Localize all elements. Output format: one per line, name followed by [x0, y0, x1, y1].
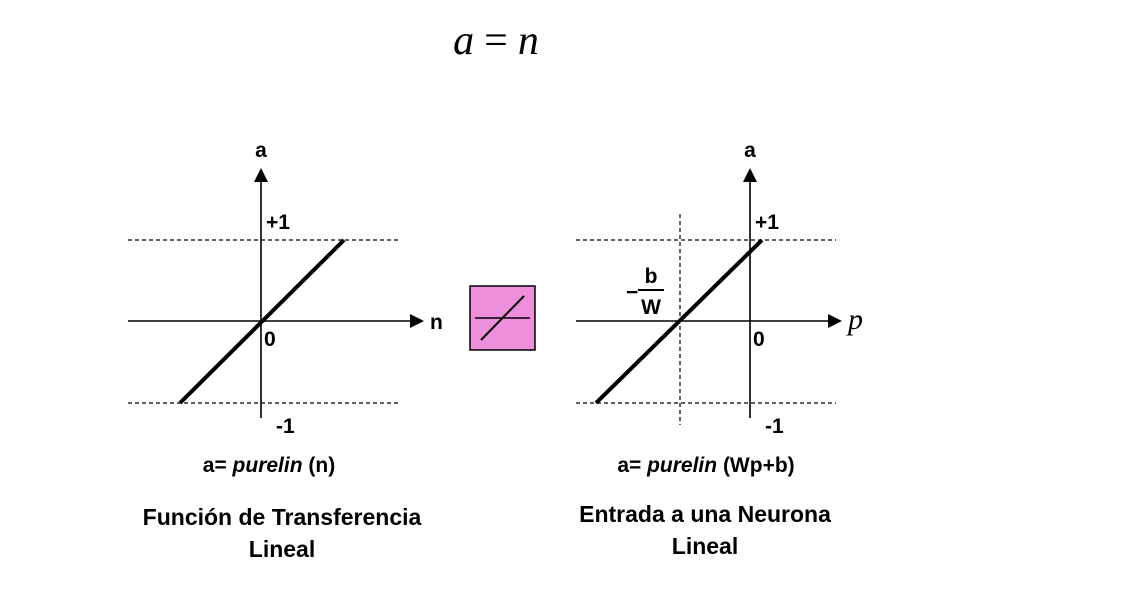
icon-diagonal-line	[480, 295, 525, 341]
right-origin-label: 0	[753, 328, 765, 351]
right-y-axis-label: a	[744, 139, 756, 162]
left-upper-tick-label: +1	[266, 211, 290, 234]
right-lower-tick-label: -1	[765, 415, 784, 438]
left-caption-line2: Lineal	[249, 536, 315, 562]
left-origin-label: 0	[264, 328, 276, 351]
left-caption-line1: Función de Transferencia	[143, 504, 422, 530]
intercept-minus-sign: −	[626, 281, 638, 304]
purelin-icon	[469, 285, 536, 351]
left-x-arrow-icon	[410, 314, 424, 328]
equation: a=n	[453, 18, 539, 64]
right-upper-tick-label: +1	[755, 211, 779, 234]
left-x-axis-label: n	[430, 311, 443, 334]
right-caption-line2: Lineal	[672, 533, 738, 559]
right-linear-function-line	[594, 238, 764, 405]
right-y-arrow-icon	[743, 168, 757, 182]
left-formula: a= purelin (n)	[203, 454, 335, 477]
left-lower-tick-label: -1	[276, 415, 295, 438]
left-graph: a n +1 -1 0 a= purelin (n) Función de Tr…	[128, 139, 443, 562]
right-x-arrow-icon	[828, 314, 842, 328]
right-x-axis-label: p	[846, 303, 863, 336]
left-linear-function-line	[178, 238, 346, 405]
left-y-arrow-icon	[254, 168, 268, 182]
left-y-axis-label: a	[255, 139, 267, 162]
intercept-denominator: W	[641, 296, 661, 319]
right-graph: a p +1 -1 0 − b W a= purelin (Wp+b) Entr…	[576, 139, 863, 559]
right-formula: a= purelin (Wp+b)	[617, 454, 794, 477]
right-caption-line1: Entrada a una Neurona	[579, 501, 831, 527]
intercept-numerator: b	[645, 265, 658, 288]
